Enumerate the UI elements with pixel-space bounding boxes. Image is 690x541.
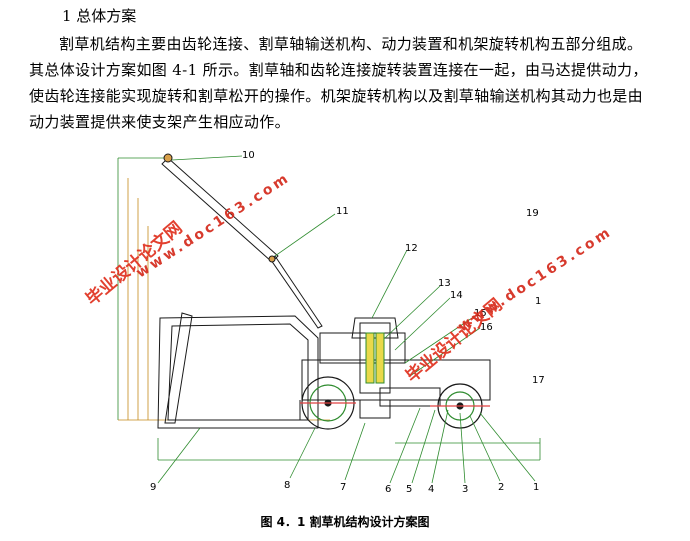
- figure-caption: 图 4．1 割草机结构设计方案图: [260, 515, 430, 529]
- part-label: 11: [336, 206, 349, 217]
- part-label: 1: [535, 296, 541, 307]
- part-label: 10: [242, 150, 255, 161]
- watermark-url: www.doc163.com: [455, 224, 615, 336]
- part-label: 5: [406, 484, 412, 495]
- wheels: [300, 376, 490, 430]
- watermark-url: www.doc163.com: [133, 170, 293, 282]
- part-label: 4: [428, 484, 434, 495]
- part-label: 8: [284, 480, 290, 491]
- part-label: 2: [498, 482, 504, 493]
- part-label: 3: [462, 484, 468, 495]
- part-label: 12: [405, 243, 418, 254]
- part-label: 9: [150, 482, 156, 493]
- part-label: 16: [480, 322, 493, 333]
- part-numbers: 10 11 12 13 14 15 16 19 1 17 9 8 7 6 5 4…: [150, 150, 545, 495]
- watermark-left: 毕业设计论文网 www.doc163.com: [82, 170, 294, 310]
- part-label: 6: [385, 484, 391, 495]
- watermark-text: 毕业设计论文网: [82, 217, 187, 310]
- mower-body: [157, 153, 491, 429]
- part-label: 19: [526, 208, 539, 219]
- part-label: 7: [340, 482, 346, 493]
- gear-column: [365, 332, 385, 384]
- part-label: 14: [450, 290, 463, 301]
- section-heading: 1 总体方案: [62, 7, 137, 25]
- body-paragraph: 割草机结构主要由齿轮连接、割草轴输送机构、动力装置和机架旋转机构五部分组成。其总…: [29, 35, 648, 131]
- watermark-right: 毕业设计论文网 www.doc163.com: [402, 224, 616, 387]
- part-label: 17: [532, 375, 545, 386]
- part-label: 15: [474, 308, 487, 319]
- lawnmower-diagram: 10 11 12 13 14 15 16 19 1 17 9 8 7 6 5 4…: [82, 150, 616, 495]
- leader-lines: [157, 155, 536, 484]
- part-label: 1: [533, 482, 539, 493]
- part-label: 13: [438, 278, 451, 289]
